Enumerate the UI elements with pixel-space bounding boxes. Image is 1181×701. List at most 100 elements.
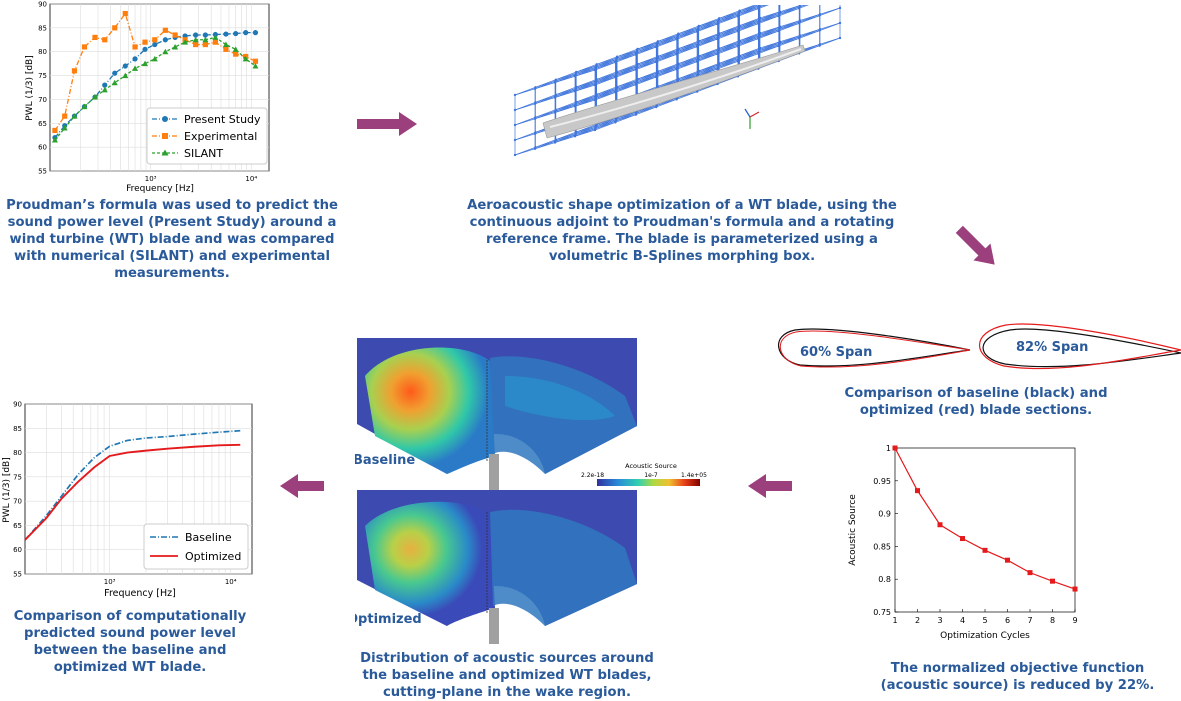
control-point [738,39,740,41]
objective-point [1050,579,1055,584]
legend-baseline: Baseline [185,531,232,544]
control-point [759,47,761,49]
control-point [616,70,618,72]
x-tick-label: 10⁴ [245,175,257,183]
control-point [534,146,536,148]
data-point [92,35,97,40]
control-point [799,34,801,36]
y-tick-label: 1 [886,444,891,453]
pwl-compare-caption: Comparison of computationally predicted … [0,608,260,676]
control-point [534,101,536,103]
control-point [534,86,536,88]
objective-caption: The normalized objective function (acous… [860,660,1175,694]
control-point [738,24,740,26]
optimized-blade-stub [489,608,499,644]
chart3-xlabel: Frequency [Hz] [104,588,176,599]
control-point [657,40,659,42]
control-point [839,22,841,24]
data-point [172,32,177,37]
colorbar-max: 1.4e+05 [681,472,707,479]
data-point [223,47,228,52]
chart1-ylabel: PWL (1/3) [dB] [25,55,35,120]
control-point [595,63,597,65]
objective-point [1073,587,1078,592]
y-tick-label: 60 [13,546,22,554]
contour-panels: Baseline Optimized Acoustic Source 2.2e-… [355,336,725,648]
objective-point [983,548,988,553]
control-point [677,77,679,79]
x-tick-label: 2 [915,616,920,625]
control-point [698,25,700,27]
control-point [698,70,700,72]
baseline-label: Baseline [355,453,415,468]
y-tick-label: 55 [38,168,47,176]
objective-point [893,446,898,451]
data-point [132,65,138,71]
control-point [718,47,720,49]
data-point [233,52,238,57]
x-tick-label: 9 [1072,616,1077,625]
control-point [575,101,577,103]
control-point [595,78,597,80]
x-tick-label: 7 [1027,616,1032,625]
control-point [819,13,821,15]
y-tick-label: 0.95 [873,477,891,486]
objective-point [938,522,943,527]
control-point [779,41,781,43]
y-tick-label: 75 [38,72,47,80]
optimization-caption: Aeroacoustic shape optimization of a WT … [452,197,912,265]
chart2-ylabel: Acoustic Source [848,494,858,566]
control-point [839,37,841,39]
control-point [514,139,516,141]
y-tick-label: 75 [13,473,22,481]
control-point [718,17,720,19]
control-point [779,11,781,13]
span-82-label: 82% Span [1016,340,1088,355]
distribution-caption: Distribution of acoustic sources around … [352,650,662,701]
control-point [616,85,618,87]
control-point [514,124,516,126]
control-point [636,63,638,65]
x-tick-label: 10⁴ [225,578,237,586]
y-tick-label: 85 [38,24,47,32]
control-point [779,26,781,28]
control-point [514,109,516,111]
data-point [132,56,137,61]
data-point [152,42,157,47]
chart1-xlabel: Frequency [Hz] [126,184,194,194]
objective-line [895,448,1075,589]
span-60-label: 60% Span [800,345,872,360]
legend-optimized: Optimized [185,550,241,563]
objective-point [960,536,965,541]
x-tick-label: 3 [937,616,942,625]
control-point [839,7,841,9]
data-point [123,11,128,16]
colorbar: Acoustic Source 2.2e-18 1e-7 1.4e+05 [581,462,707,486]
data-point [72,68,77,73]
control-point [555,138,557,140]
control-point [759,32,761,34]
x-tick-label: 10³ [104,578,116,586]
colorbar-title: Acoustic Source [625,462,677,470]
legend-present-study: Present Study [184,113,261,126]
objective-point [1005,558,1010,563]
control-point [575,86,577,88]
colorbar-min: 2.2e-18 [581,472,604,479]
data-point [253,30,258,35]
control-point [718,62,720,64]
control-point [738,54,740,56]
flow-arrow-right-icon [357,112,419,136]
control-point [555,93,557,95]
control-point [555,78,557,80]
control-point [595,93,597,95]
control-point [738,9,740,11]
control-point [534,116,536,118]
data-point [193,42,198,47]
y-tick-label: 80 [13,449,22,457]
x-tick-label: 1 [892,616,897,625]
y-tick-label: 55 [13,571,22,579]
control-point [575,131,577,133]
y-tick-label: 60 [38,144,47,152]
flow-arrow-left-icon-2 [280,474,324,498]
